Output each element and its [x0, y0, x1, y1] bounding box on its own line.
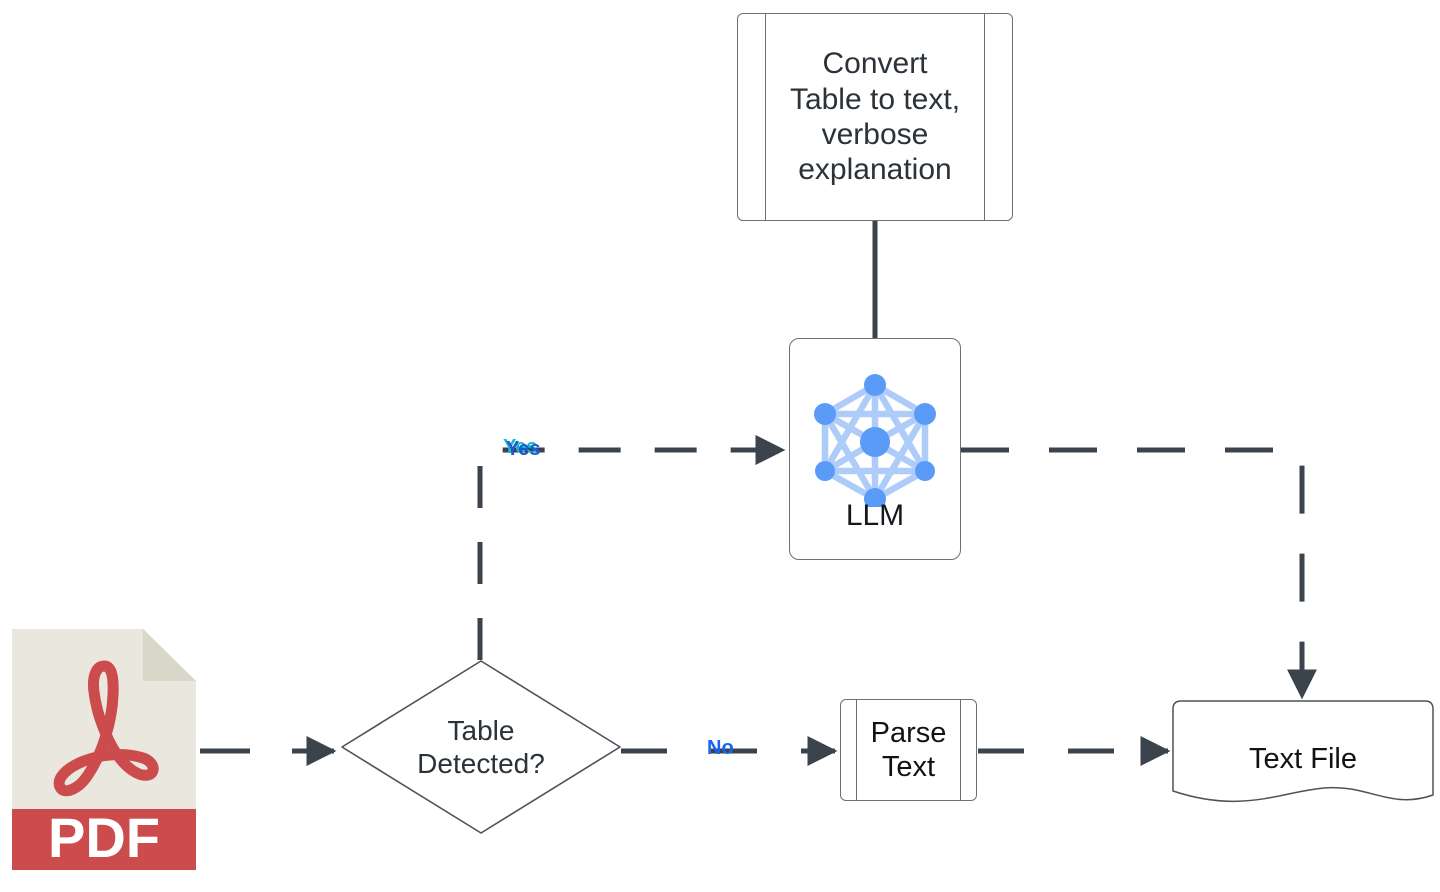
document-shape: [1172, 700, 1434, 803]
process-convert-table-to-text[interactable]: Convert Table to text, verbose explanati…: [737, 13, 1013, 221]
edge-label-yes-shadow: Yes: [503, 436, 538, 458]
decision-label: Table Detected?: [417, 714, 545, 779]
pdf-label: PDF: [48, 806, 160, 869]
edge-yes-decision-to-llm: [477, 435, 786, 660]
edge-label-yes: Yes: [506, 438, 541, 460]
parse-label: Parse Text: [870, 716, 947, 783]
predef-bar-right: [960, 700, 961, 800]
textfile-label: Text File: [1249, 743, 1357, 775]
predef-bar-left: [856, 700, 857, 800]
convert-label: Convert Table to text, verbose explanati…: [789, 47, 961, 187]
process-parse-text[interactable]: Parse Text: [840, 699, 977, 801]
edge-label-no: No: [707, 737, 734, 759]
decision-table-detected[interactable]: Table Detected?: [341, 660, 621, 834]
node-text-file[interactable]: Text File: [1172, 700, 1434, 810]
pdf-file-icon: PDF: [12, 629, 196, 870]
llm-label: LLM: [845, 499, 905, 532]
diamond-shape: [341, 660, 621, 834]
predef-bar-left: [765, 14, 766, 220]
predef-bar-right: [984, 14, 985, 220]
node-llm[interactable]: LLM: [789, 338, 961, 560]
neural-network-icon: [814, 374, 936, 507]
edge-llm-to-textfile: [961, 447, 1317, 700]
